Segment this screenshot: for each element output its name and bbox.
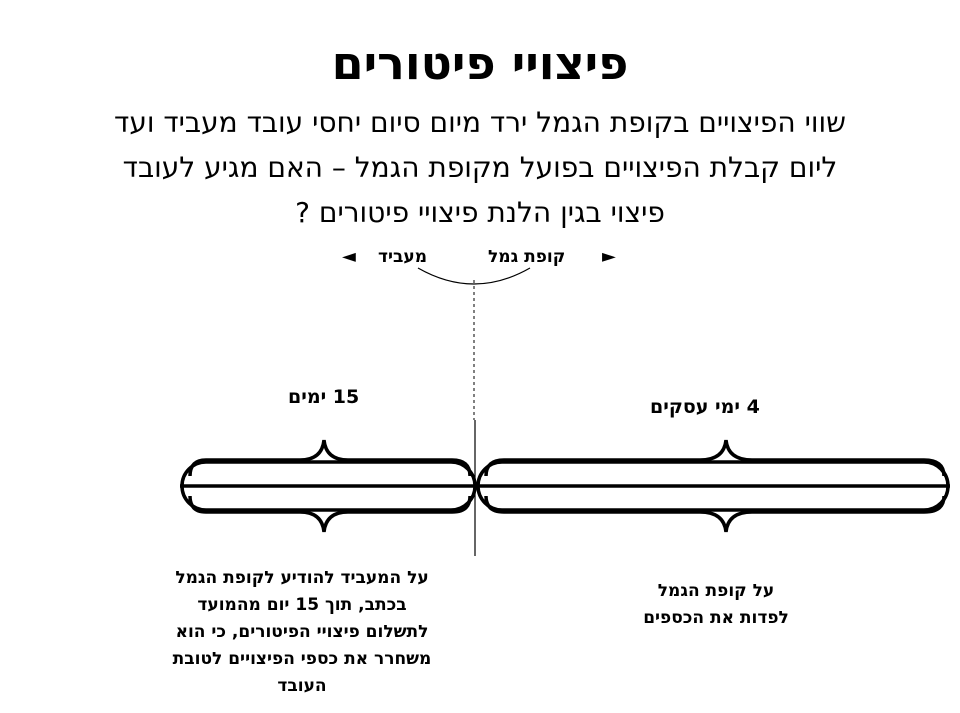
intro-line: שווי הפיצויים בקופת הגמל ירד מיום סיום י… — [114, 106, 846, 139]
fund-obligation-note: על קופת הגמל לפדות את הכספים — [606, 578, 826, 632]
note-line: משחרר את כספי הפיצויים לטובת — [172, 649, 432, 669]
label-employer: מעביד — [378, 247, 427, 267]
arrow-right-icon: ► — [602, 246, 616, 267]
period-fund-label: 4 ימי עסקים — [650, 396, 760, 418]
note-line: העובד — [277, 676, 327, 696]
note-line: לפדות את הכספים — [643, 608, 789, 628]
intro-line: ליום קבלת הפיצויים בפועל מקופת הגמל – הא… — [122, 151, 838, 184]
brace-employer-bottom — [188, 495, 472, 533]
intro-text: שווי הפיצויים בקופת הגמל ירד מיום סיום י… — [20, 100, 940, 235]
slide-title: פיצויי פיטורים — [331, 36, 629, 90]
label-connector-arc — [417, 267, 531, 285]
arrow-left-icon: ◄ — [342, 246, 356, 267]
note-line: על קופת הגמל — [657, 581, 775, 601]
note-line: בכתב, תוך 15 יום מהמועד — [197, 595, 407, 615]
note-line: לתשלום פיצויי הפיטורים, כי הוא — [175, 622, 429, 642]
note-line: על המעביד להודיע לקופת הגמל — [175, 568, 429, 588]
period-employer-pill — [180, 460, 477, 512]
brace-employer-top — [188, 439, 472, 477]
period-fund-pill — [476, 460, 950, 512]
employer-obligation-note: על המעביד להודיע לקופת הגמל בכתב, תוך 15… — [132, 565, 472, 700]
brace-fund-top — [484, 439, 946, 477]
intro-line: פיצוי בגין הלנת פיצויי פיטורים ? — [295, 196, 665, 229]
period-employer-label: 15 ימים — [288, 386, 360, 408]
brace-fund-bottom — [484, 495, 946, 533]
label-pension-fund: קופת גמל — [488, 247, 566, 267]
